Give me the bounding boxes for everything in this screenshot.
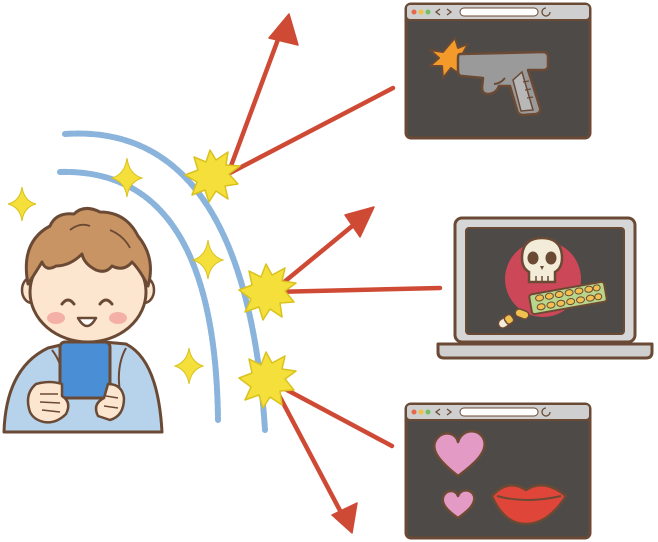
sparkle-icon [7, 186, 37, 222]
smartphone [58, 340, 112, 400]
incoming-arrow [225, 85, 396, 177]
burst-icon [238, 351, 297, 409]
arrow-head-icon [344, 206, 375, 238]
window-minimize-dot [418, 9, 424, 15]
burst-icon [238, 263, 297, 321]
sparkles [7, 157, 225, 385]
child-with-smartphone [2, 207, 164, 434]
window-minimize-dot [418, 409, 424, 415]
reload-icon [541, 7, 551, 17]
arrow-head-icon [268, 13, 299, 46]
nav-arrows-icon [434, 408, 453, 416]
incoming-arrow [269, 379, 395, 449]
address-bar [459, 7, 539, 17]
arrow-head-icon [331, 502, 358, 534]
window-maximize-dot [425, 9, 431, 15]
burst-icon [184, 149, 241, 203]
hair [24, 207, 152, 288]
incoming-arrow [269, 285, 443, 295]
mouth [76, 316, 98, 328]
sparkle-icon [191, 239, 225, 280]
hearts-and-lips-icon [433, 430, 568, 526]
gun-icon [429, 37, 550, 117]
laptop-skull-pills [436, 216, 654, 360]
address-bar [459, 407, 539, 417]
cheek [47, 312, 65, 324]
eye [98, 298, 114, 306]
right-hand [94, 382, 126, 422]
window-close-dot [411, 9, 417, 15]
nav-arrows-icon [434, 8, 453, 16]
filter-shield [57, 130, 268, 433]
browser-window-hearts-lips [404, 402, 592, 540]
deflected-arrow [269, 379, 348, 523]
window-close-dot [411, 409, 417, 415]
impact-bursts [184, 149, 297, 409]
deflected-arrow [225, 23, 286, 177]
reload-icon [541, 407, 551, 417]
sparkle-icon [110, 157, 144, 198]
cheek [109, 312, 127, 324]
arrow-heads [268, 13, 375, 534]
eye [60, 298, 76, 306]
skull-and-pills-icon [497, 236, 608, 329]
window-maximize-dot [425, 409, 431, 415]
browser-window-gun [404, 2, 592, 140]
deflected-arrows [225, 23, 443, 523]
deflected-arrow [269, 215, 365, 295]
sparkle-icon [173, 347, 205, 385]
